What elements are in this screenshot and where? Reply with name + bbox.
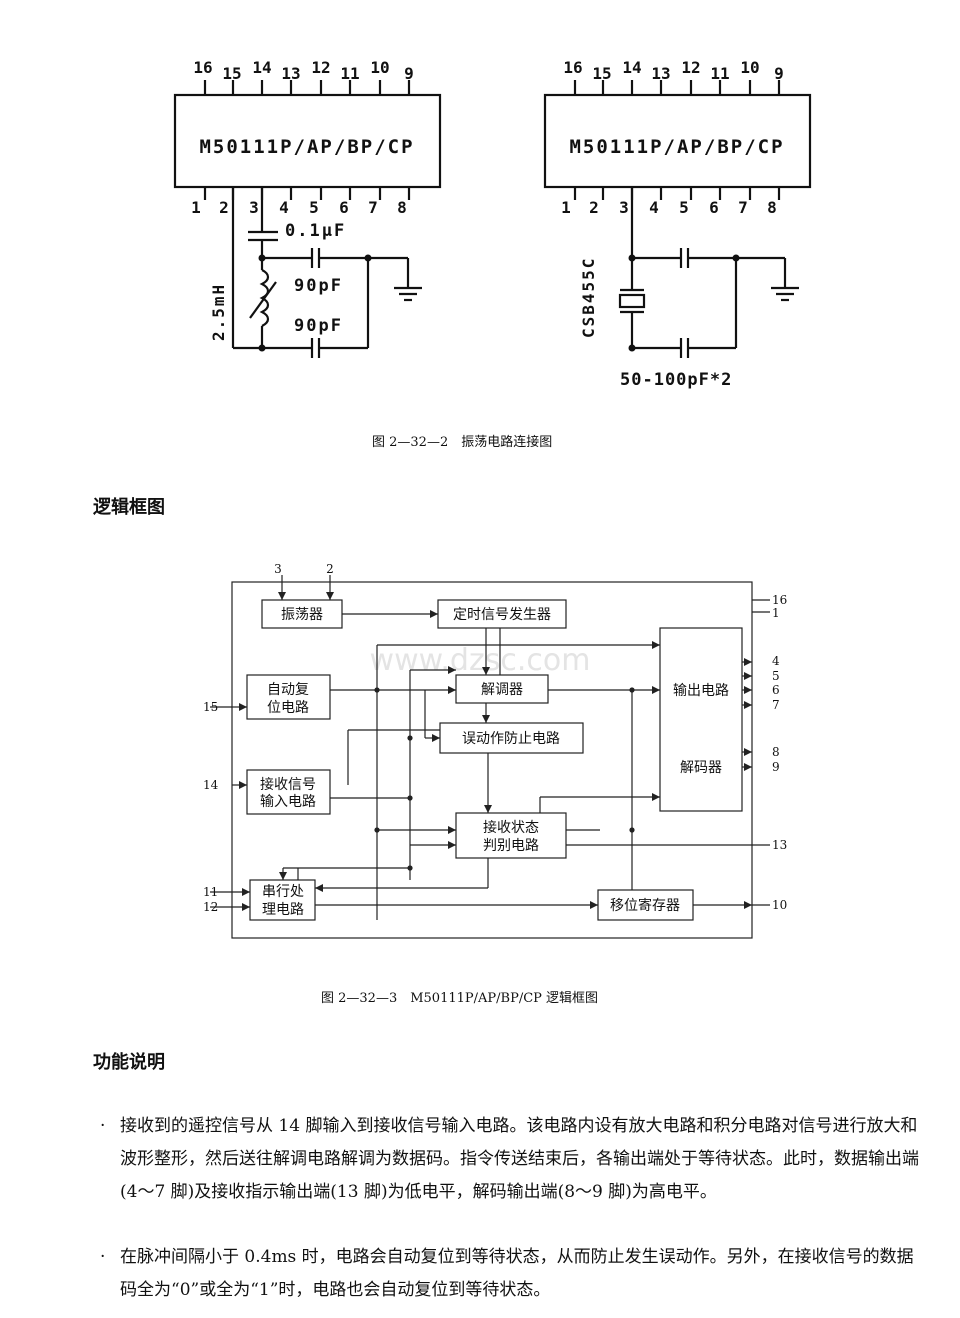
left-pin-9: 9 — [404, 64, 414, 83]
block-timing-generator: 定时信号发生器 — [453, 607, 551, 623]
pin-14-label: 14 — [203, 778, 219, 792]
pin-4-label: 4 — [772, 654, 780, 668]
oscillator-connection-figure: M50111P/AP/BP/CP 16 15 14 13 12 11 10 9 … — [173, 58, 812, 450]
right-pin-10: 10 — [740, 58, 759, 77]
left-cap-90pf-upper-label: 90pF — [294, 276, 343, 296]
watermark: www.dzsc.com — [370, 643, 591, 678]
left-cap-90pf-lower-label: 90pF — [294, 316, 343, 336]
right-pin-15: 15 — [592, 64, 611, 83]
left-pin-15: 15 — [222, 64, 241, 83]
left-chip-label: M50111P/AP/BP/CP — [199, 136, 414, 158]
right-pin-8: 8 — [767, 198, 777, 217]
bullet-mark: · — [100, 1116, 106, 1136]
right-pin-7: 7 — [738, 198, 748, 217]
right-pin-11: 11 — [710, 64, 729, 83]
left-pin-16: 16 — [193, 58, 212, 77]
block-receive-input-line1: 接收信号 — [260, 776, 316, 793]
right-pin-13: 13 — [651, 64, 670, 83]
right-pin-4: 4 — [649, 198, 659, 217]
pin-11-label: 11 — [203, 885, 218, 899]
right-pin-12: 12 — [681, 58, 700, 77]
block-demodulator: 解调器 — [481, 682, 523, 698]
pin-2-label: 2 — [326, 562, 334, 576]
bullet-mark: · — [100, 1247, 106, 1267]
bullet-paragraph-2: · 在脉冲间隔小于 0.4ms 时，电路会自动复位到等待状态，从而防止发生误动作… — [100, 1241, 920, 1307]
left-pin-8: 8 — [397, 198, 407, 217]
pin-10-label: 10 — [772, 898, 787, 912]
pin-16-label: 16 — [772, 593, 787, 607]
left-pin-13: 13 — [281, 64, 300, 83]
section-title-logic: 逻辑框图 — [93, 497, 165, 518]
pin-13-label: 13 — [772, 838, 787, 852]
right-pin-14: 14 — [622, 58, 641, 77]
block-oscillator: 振荡器 — [281, 607, 323, 623]
pin-1-label: 1 — [772, 606, 780, 620]
bullet-text-2: 在脉冲间隔小于 0.4ms 时，电路会自动复位到等待状态，从而防止发生误动作。另… — [120, 1247, 914, 1300]
left-pin-4: 4 — [279, 198, 289, 217]
left-pin-10: 10 — [370, 58, 389, 77]
block-serial-process-line1: 串行处 — [262, 884, 304, 900]
left-pin-6: 6 — [339, 198, 349, 217]
logic-block-diagram: www.dzsc.com — [203, 562, 787, 1006]
pin-12-label: 12 — [203, 900, 218, 914]
bullet-text-1: 接收到的遥控信号从 14 脚输入到接收信号输入电路。该电路内设有放大电路和积分电… — [120, 1116, 919, 1202]
right-chip-label: M50111P/AP/BP/CP — [569, 136, 784, 158]
left-pin-11: 11 — [340, 64, 359, 83]
inductor-2.5mh-label: 2.5mH — [209, 283, 228, 341]
right-pin-3: 3 — [619, 198, 629, 217]
left-cap-0.1uf-label: 0.1μF — [285, 221, 346, 241]
pin-7-label: 7 — [772, 698, 780, 712]
left-pin-7: 7 — [368, 198, 378, 217]
right-pin-16: 16 — [563, 58, 582, 77]
right-pin-5: 5 — [679, 198, 689, 217]
left-pin-14: 14 — [252, 58, 271, 77]
block-receive-state-line2: 判别电路 — [483, 838, 539, 854]
left-pin-12: 12 — [311, 58, 330, 77]
pin-8-label: 8 — [772, 745, 780, 759]
pin-9-label: 9 — [772, 760, 780, 774]
figure-2-32-3-caption: 图 2—32—3 M50111P/AP/BP/CP 逻辑框图 — [321, 991, 598, 1006]
right-caps-label: 50-100pF*2 — [620, 370, 732, 390]
pin-5-label: 5 — [772, 669, 780, 683]
section-title-function: 功能说明 — [93, 1052, 165, 1073]
block-receive-state-line1: 接收状态 — [483, 819, 539, 836]
right-pin-6: 6 — [709, 198, 719, 217]
left-pin-2: 2 — [219, 198, 229, 217]
block-decoder: 解码器 — [680, 760, 722, 776]
block-output-circuit: 输出电路 — [673, 683, 729, 699]
block-serial-process-line2: 理电路 — [262, 902, 304, 918]
block-auto-reset-line1: 自动复 — [267, 681, 309, 698]
block-auto-reset-line2: 位电路 — [267, 700, 309, 716]
right-pin-2: 2 — [589, 198, 599, 217]
block-shift-register: 移位寄存器 — [610, 897, 680, 914]
right-pin-9: 9 — [774, 64, 784, 83]
left-pin-3: 3 — [249, 198, 259, 217]
left-pin-5: 5 — [309, 198, 319, 217]
left-pin-1: 1 — [191, 198, 201, 217]
block-receive-input-line2: 输入电路 — [260, 794, 316, 810]
right-pin-1: 1 — [561, 198, 571, 217]
pin-6-label: 6 — [772, 683, 780, 697]
figure-2-32-2-caption: 图 2—32—2 振荡电路连接图 — [372, 434, 552, 450]
block-misoperation-prevention: 误动作防止电路 — [462, 731, 560, 747]
pin-15-label: 15 — [203, 700, 218, 714]
resonator-csb455c-label: CSB455C — [579, 257, 598, 338]
pin-3-label: 3 — [274, 562, 282, 576]
bullet-paragraph-1: · 接收到的遥控信号从 14 脚输入到接收信号输入电路。该电路内设有放大电路和积… — [100, 1110, 920, 1209]
